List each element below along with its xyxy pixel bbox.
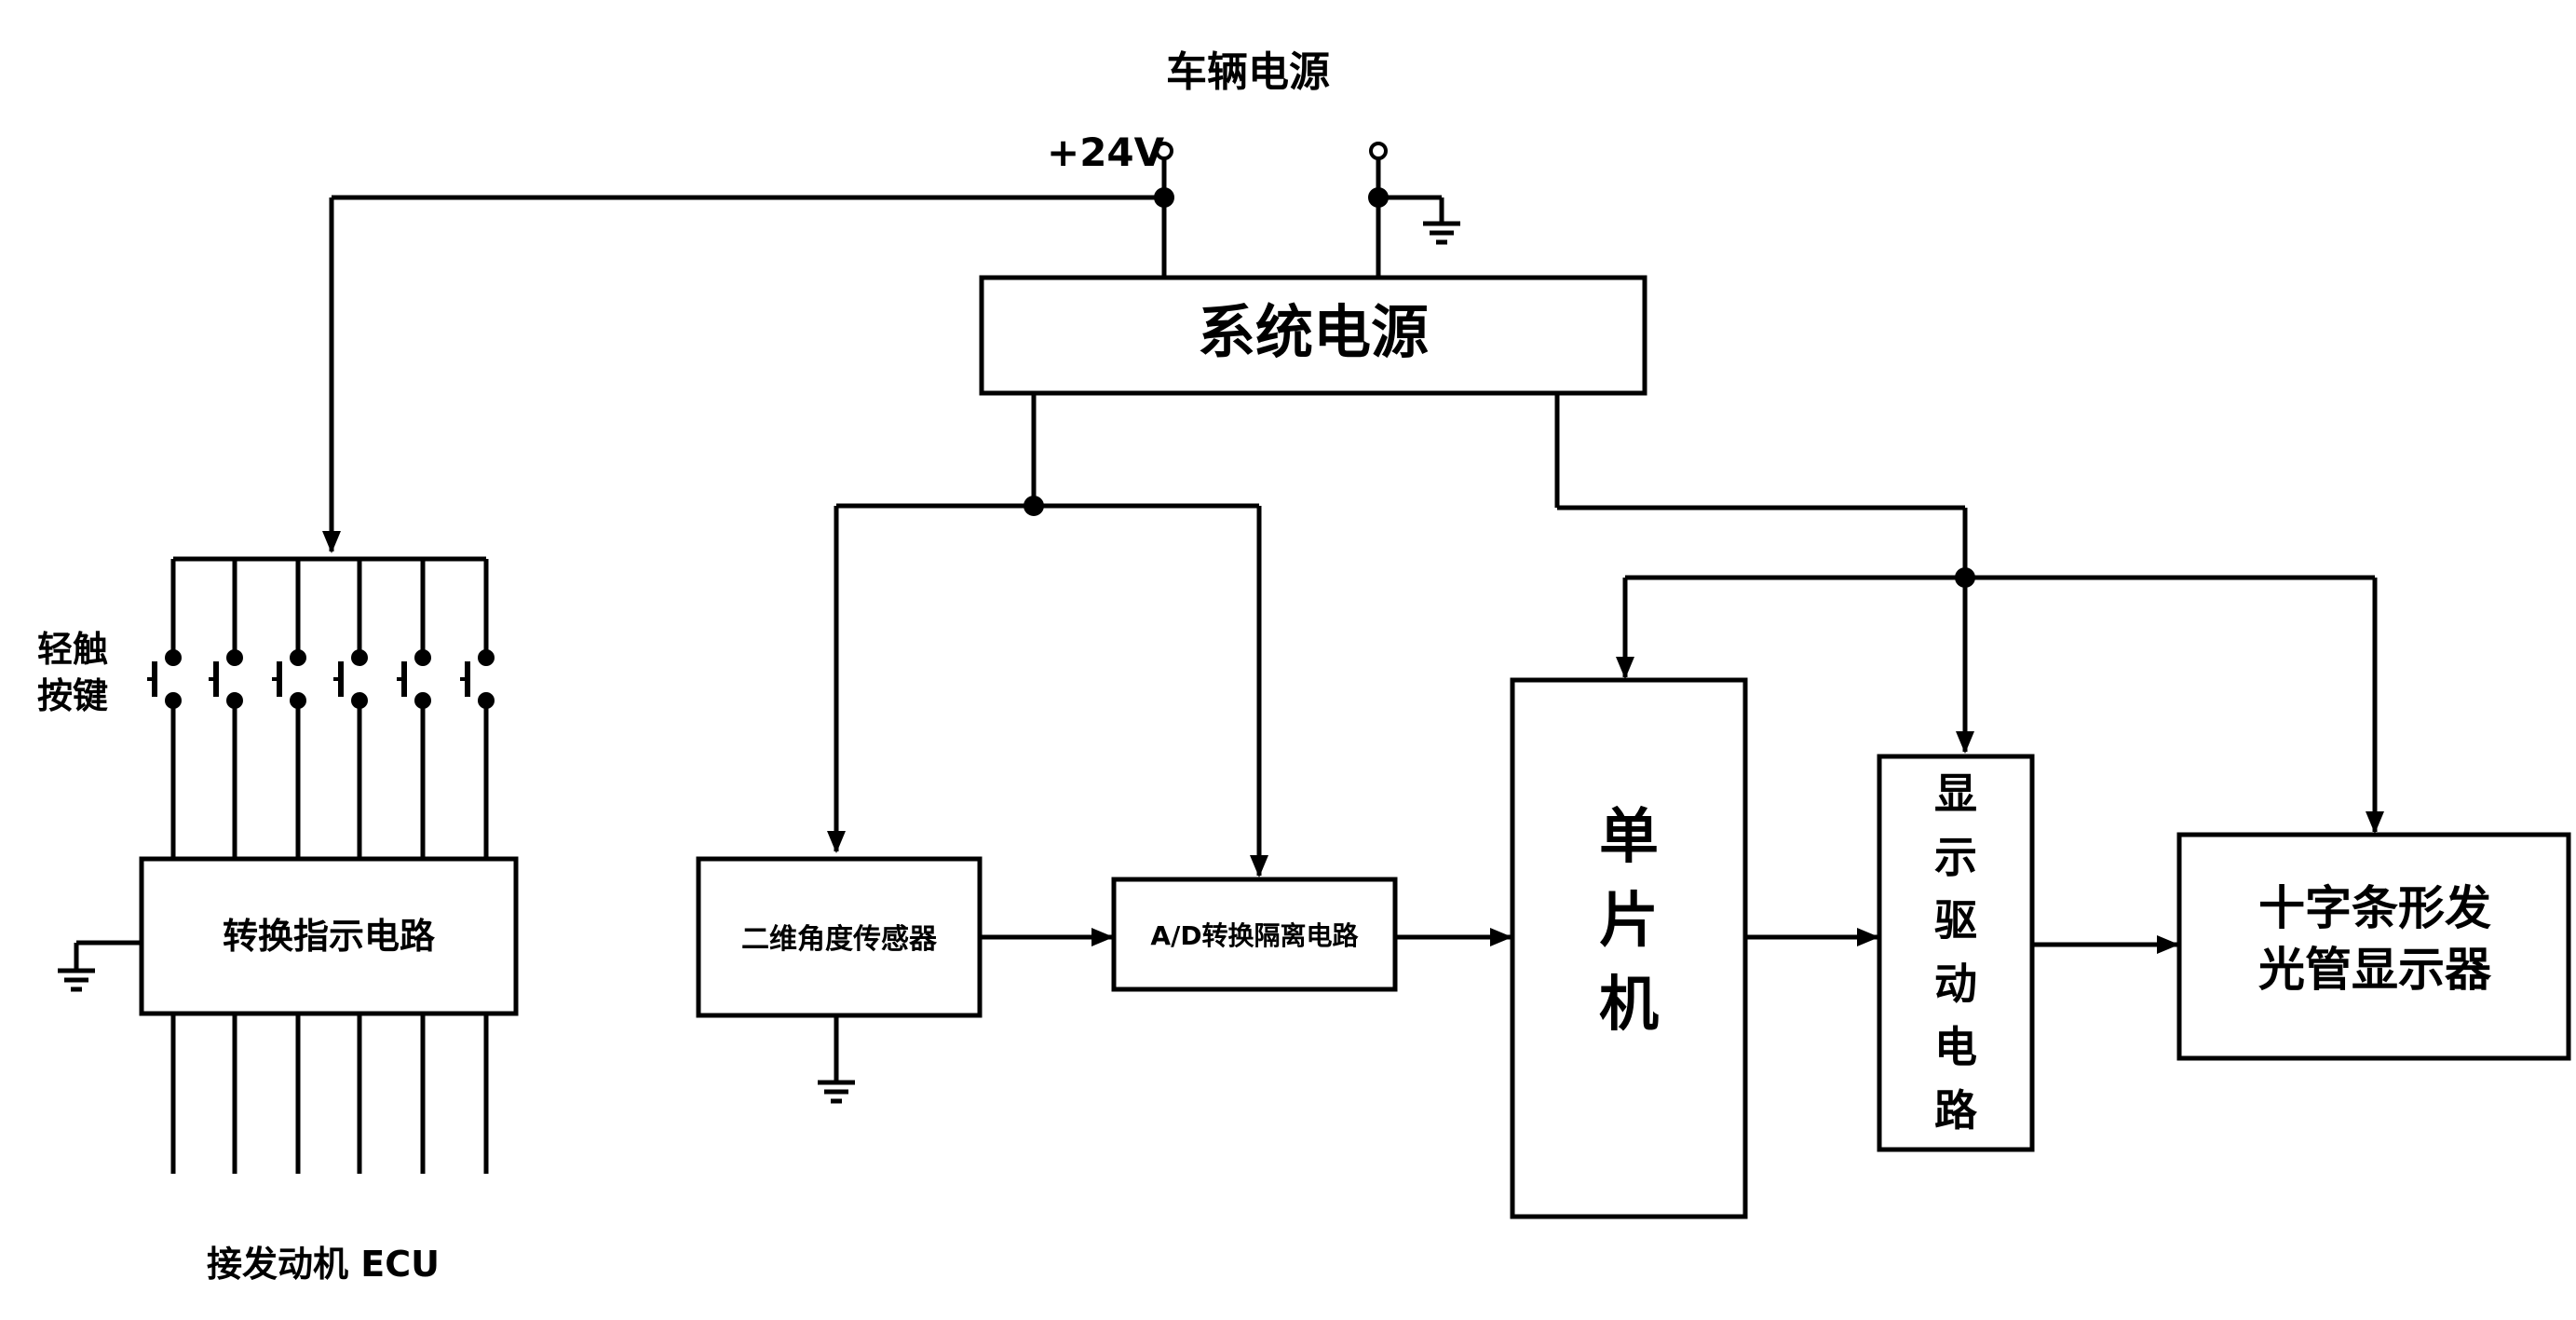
tact-switch-6 — [460, 651, 493, 707]
ground-icon — [1423, 224, 1460, 242]
tact-switch-2 — [209, 651, 241, 707]
engine-ecu-label: 接发动机 ECU — [207, 1244, 440, 1285]
ground-terminal — [1371, 143, 1386, 158]
tact-switch-array — [147, 651, 493, 707]
tact-switch-4 — [333, 651, 366, 707]
driver-char: 电 — [1934, 1022, 1977, 1072]
tact-switch-1 — [147, 651, 180, 707]
driver-char: 驱 — [1934, 895, 1977, 946]
junction-sensor-bus — [1024, 496, 1044, 516]
tact-switch-label-1: 轻触 — [37, 629, 108, 670]
driver-char: 示 — [1934, 832, 1977, 882]
junction-24v — [1154, 187, 1174, 208]
tact-switch-label-2: 按键 — [37, 675, 108, 716]
tact-switch-5 — [397, 651, 429, 707]
conversion-indicator-label: 转换指示电路 — [223, 916, 436, 957]
tact-switch-3 — [272, 651, 305, 707]
ground-icon-sensor — [818, 1015, 855, 1101]
mcu-char: 单 — [1599, 803, 1659, 872]
driver-char: 显 — [1934, 769, 1977, 819]
display-label-2: 光管显示器 — [2258, 943, 2492, 997]
junction-ground — [1368, 187, 1389, 208]
ground-icon-left — [58, 943, 142, 989]
driver-char: 路 — [1934, 1085, 1978, 1136]
ad-isolation-label: A/D转换隔离电路 — [1150, 920, 1359, 951]
sensor-label: 二维角度传感器 — [741, 923, 938, 956]
vehicle-power-label: 车辆电源 — [1166, 48, 1330, 96]
junction-mcu-bus — [1955, 567, 1975, 588]
mcu-label: 单 片 机 — [1599, 803, 1659, 1040]
mcu-char: 片 — [1599, 887, 1659, 956]
plus24v-label: +24V — [1047, 129, 1165, 175]
system-power-label: 系统电源 — [1198, 298, 1429, 366]
driver-char: 动 — [1934, 959, 1977, 1009]
display-label-1: 十字条形发 — [2258, 881, 2491, 935]
mcu-char: 机 — [1599, 971, 1659, 1040]
